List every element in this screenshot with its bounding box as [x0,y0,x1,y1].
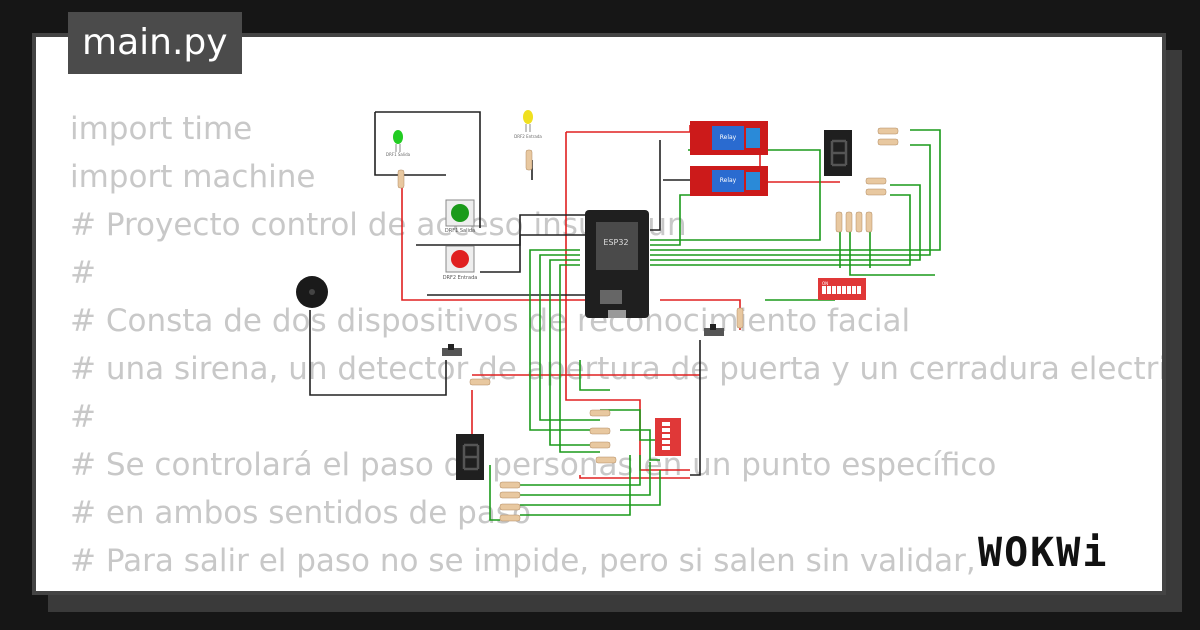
logo-text: WOKWi [978,530,1108,576]
relay-module-icon [690,166,768,196]
esp32-label: ESP32 [603,238,628,247]
relay-module-icon [690,121,768,155]
dip-switch-icon [655,418,681,456]
code-line: # Proyecto control de acceso insumuun [70,207,687,243]
relay-label: Relay [720,134,737,141]
code-line: import machine [70,159,316,195]
file-tab[interactable]: main.py [68,12,242,74]
seven-segment-display-icon [456,434,484,480]
code-line: # [70,399,96,435]
button-green-icon [445,199,475,227]
code-line: # Para salir el paso no se impide, pero … [70,543,976,579]
dip-switch-icon [818,278,866,300]
seven-segment-display-icon [824,130,852,176]
button-label: DRF2 Entrada [443,275,478,281]
led-yellow-icon [523,110,533,132]
code-line: import time [70,111,253,147]
code-line: # [70,255,96,291]
dip-label: ON [822,281,828,286]
code-line: # una sirena, un detector de apertura de… [70,351,1166,387]
esp32-board-icon [585,210,649,318]
code-background: import time import machine # Proyecto cont… [70,105,1166,591]
led-green-icon [393,130,403,152]
led-label: DRF2 Entrada [514,134,542,139]
button-label: DRF1 Salida [445,228,475,234]
code-line: # Se controlará el paso de personas en u… [70,447,997,483]
wokwi-logo: WOKWi [978,530,1108,576]
relay-label: Relay [720,177,737,184]
button-red-icon [445,245,475,273]
code-line: # Consta de dos dispositivos de reconoci… [70,303,911,339]
slide-switch-icon [442,344,462,356]
slide-switch-icon [704,324,724,336]
buzzer-icon [296,276,328,308]
code-line: # en ambos sentidos de paso [70,495,531,531]
led-label: DRF1 Salida [386,152,411,157]
resistor-icons [397,127,899,522]
wires [309,111,941,521]
